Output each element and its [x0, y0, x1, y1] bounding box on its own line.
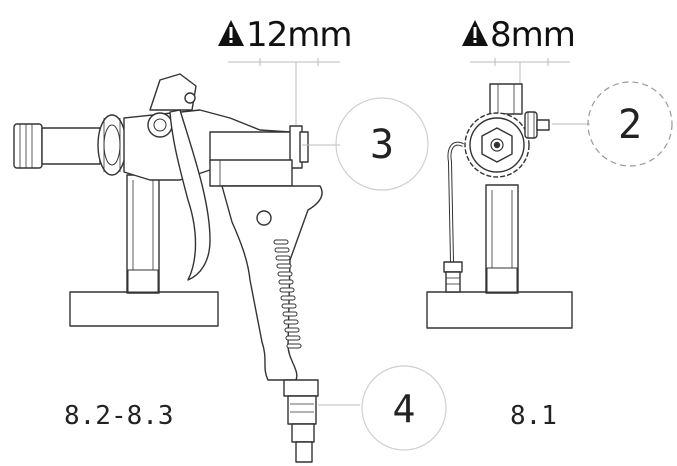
nozzle-cap: [13, 123, 43, 169]
base-block-right: [426, 291, 573, 329]
spray-gun-front-view: [426, 83, 573, 329]
figure-label-left: 8.2-8.3: [64, 401, 174, 431]
air-inlet-fitting: [283, 379, 319, 397]
warning-text-8mm: 8mm: [490, 15, 575, 55]
warning-label-right: 8mm: [462, 15, 576, 55]
warning-triangle-icon: [218, 20, 244, 46]
dimension-lines-left: [228, 58, 340, 130]
trigger: [169, 109, 211, 281]
warning-text-12mm: 12mm: [246, 15, 352, 55]
spray-gun-side-view: [13, 73, 323, 463]
callout-4-number: 4: [393, 387, 416, 431]
callout-3: 3: [302, 97, 429, 191]
callout-2: 2: [552, 81, 673, 167]
callout-4: 4: [318, 365, 447, 451]
base-block-left: [69, 291, 219, 327]
warning-triangle-icon: [462, 20, 488, 46]
handle: [221, 185, 323, 381]
callout-2-number: 2: [618, 102, 642, 148]
warning-label-left: 12mm: [218, 15, 353, 55]
figure-label-right: 8.1: [510, 401, 557, 431]
handle-grip-slots: [273, 239, 302, 349]
callout-3-number: 3: [370, 122, 394, 168]
